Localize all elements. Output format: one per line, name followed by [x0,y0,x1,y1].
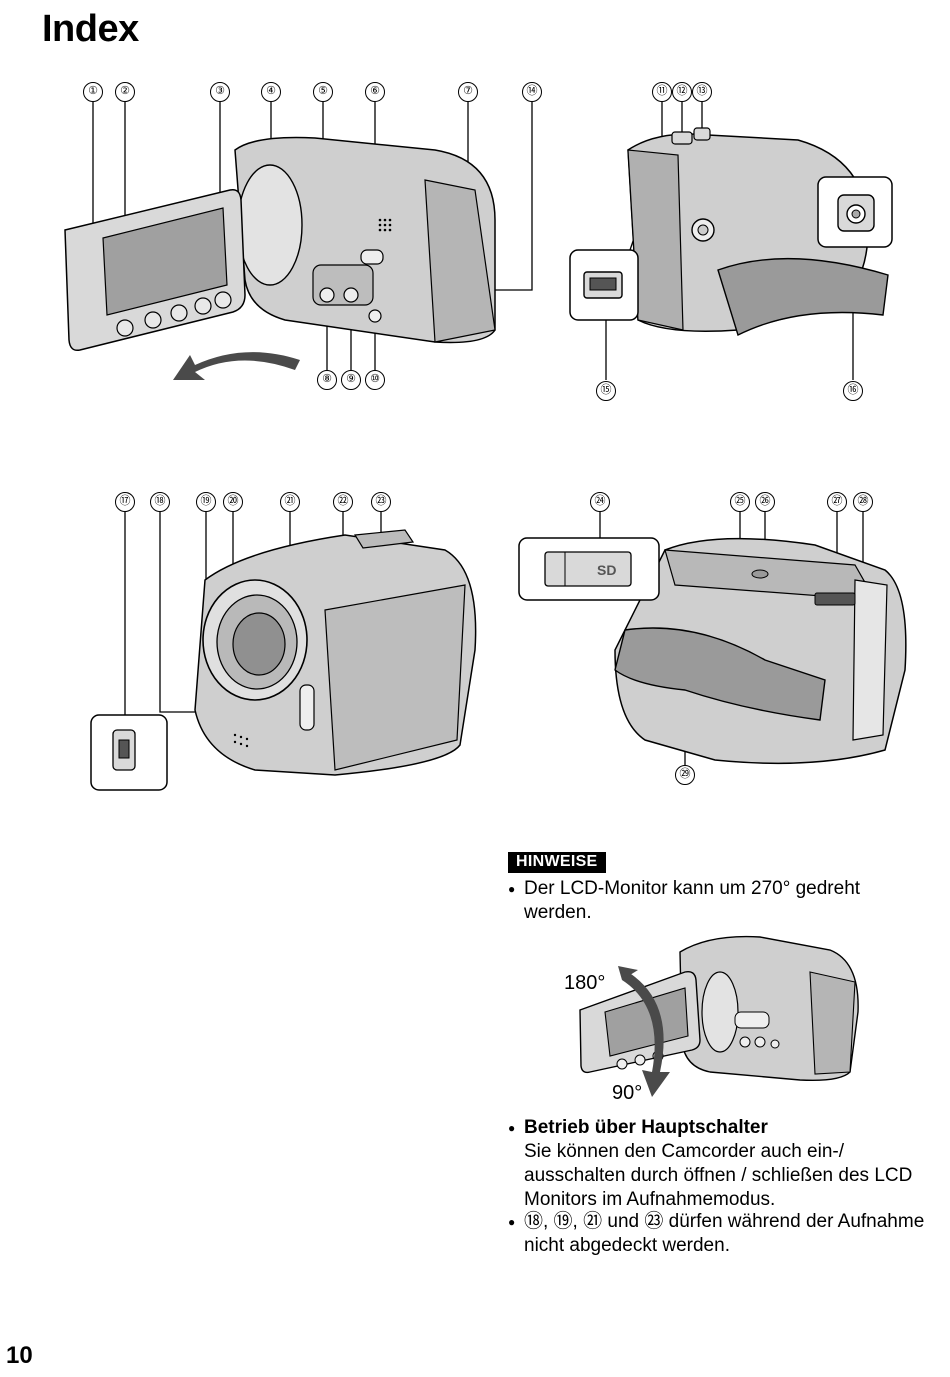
svg-text:SD: SD [597,562,616,578]
note-main-switch-title: Betrieb über Hauptschalter [524,1117,768,1138]
callout-5: ⑤ [313,82,333,102]
angle-180-label: 180° [564,972,606,994]
page-title: Index [42,8,139,50]
callout-26: ㉖ [755,492,775,512]
callout-11: ⑪ [652,82,672,102]
lcd-rotation-figure: 180° 90° [560,932,870,1112]
camcorder-lcd-open-figure: ① ② ③ ④ ⑤ ⑥ ⑦ ⑭ ⑧ ⑨ ⑩ [55,80,545,400]
angle-90-label: 90° [612,1082,643,1104]
camcorder-front-figure: ⑰ ⑱ ⑲ ⑳ ㉑ ㉒ ㉓ [85,490,485,800]
callout-7: ⑦ [458,82,478,102]
callout-4: ④ [261,82,281,102]
callout-24: ㉔ [590,492,610,512]
notes-header: HINWEISE [508,852,606,873]
callout-23: ㉓ [371,492,391,512]
notes-section: HINWEISE Der LCD-Monitor kann um 270° ge… [508,852,918,925]
callout-1: ① [83,82,103,102]
callout-21: ㉑ [280,492,300,512]
note-main-switch-text: Sie können den Camcorder auch ein-/ auss… [524,1141,913,1210]
callout-28: ㉘ [853,492,873,512]
callout-29: ㉙ [675,765,695,785]
callout-22: ㉒ [333,492,353,512]
callout-13: ⑬ [692,82,712,102]
callout-12: ⑫ [672,82,692,102]
callout-14: ⑭ [522,82,542,102]
callout-16: ⑯ [843,381,863,401]
callout-10: ⑩ [365,370,385,390]
callout-18: ⑱ [150,492,170,512]
note-lcd-rotation: Der LCD-Monitor kann um 270° gedreht wer… [508,877,918,925]
camcorder-rear-figure: ⑪ ⑫ ⑬ ⑮ ⑯ [568,80,898,401]
callout-15: ⑮ [596,381,616,401]
callout-3: ③ [210,82,230,102]
callout-6: ⑥ [365,82,385,102]
callout-20: ⑳ [223,492,243,512]
callout-9: ⑨ [341,370,361,390]
page-number: 10 [6,1342,33,1369]
camcorder-bottom-figure: SD ㉔ ㉕ ㉖ ㉗ ㉘ ㉙ [515,490,915,800]
callout-19: ⑲ [196,492,216,512]
callout-27: ㉗ [827,492,847,512]
note-main-switch: Betrieb über Hauptschalter Sie können de… [508,1116,944,1212]
callout-25: ㉕ [730,492,750,512]
callout-2: ② [115,82,135,102]
callout-17: ⑰ [115,492,135,512]
callout-8: ⑧ [317,370,337,390]
note-do-not-cover: ⑱, ⑲, ㉑ und ㉓ dürfen während der Aufnahm… [508,1210,944,1258]
